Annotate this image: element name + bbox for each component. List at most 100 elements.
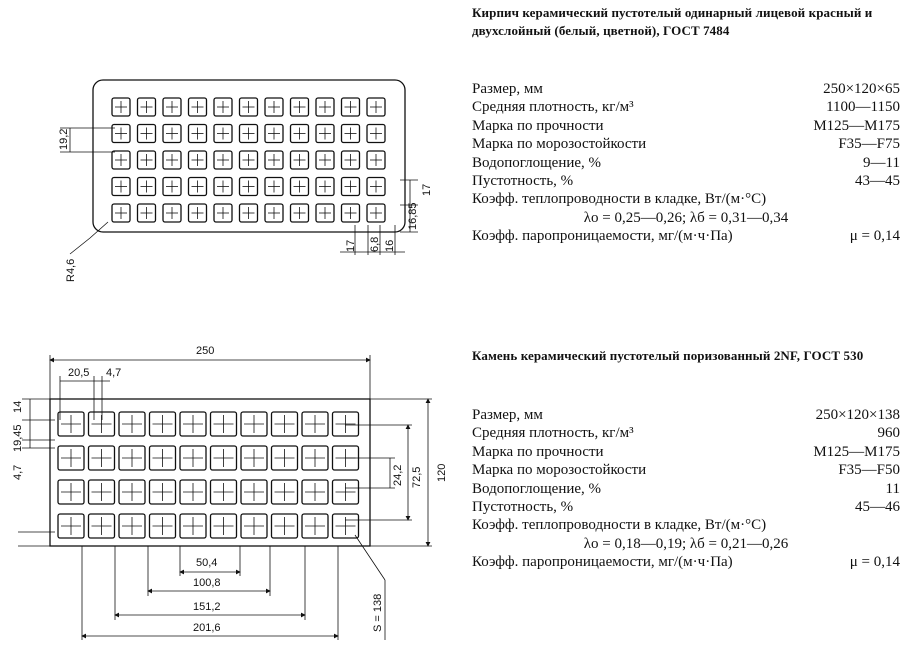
brick-hole [187, 203, 208, 223]
stone-hole [301, 513, 329, 539]
brick-spec-value: 250×120×65 [823, 81, 900, 97]
brick-spec-label: Марка по морозостойкости [472, 136, 647, 153]
stone-vapor-row: Коэфф. паропроницаемости, мг/(м·ч·Па) μ … [472, 553, 900, 571]
stone-spec-value: М125—М175 [813, 443, 900, 460]
brick-spec-value: 1100—1150 [826, 99, 900, 116]
brick-hole [136, 97, 157, 117]
stone-spec-value: 960 [877, 425, 901, 442]
brick-hole [238, 203, 259, 223]
stone-holes [57, 411, 360, 539]
stone-hole [270, 479, 299, 505]
brick-vapor-row: Коэфф. паропроницаемости, мг/(м·ч·Па) μ … [472, 227, 900, 245]
brick-hole [213, 203, 233, 223]
stone-spec-row: Водопоглощение, %11 [472, 480, 900, 498]
stone-hole [209, 411, 238, 437]
stone-hole [209, 513, 238, 539]
brick-hole [136, 176, 157, 197]
brick-hole [366, 176, 386, 197]
stone-vapor-label: Коэфф. паропроницаемости, мг/(м·ч·Па) [472, 554, 733, 571]
brick-hole [340, 203, 361, 223]
brick-hole [264, 176, 284, 197]
stone-hole [179, 479, 207, 505]
stone-hole [209, 479, 238, 505]
brick-hole [315, 97, 335, 117]
stone-hole [301, 479, 329, 505]
stone-hole [240, 445, 268, 471]
stone-spec-row: Пустотность, % 45—46 [472, 498, 900, 516]
dim-17-bottom: 17 [345, 240, 357, 252]
stone-spec-value: F35—F50 [838, 462, 900, 479]
dim-14: 14 [12, 401, 24, 413]
brick-hole [289, 176, 310, 197]
stone-hole [301, 445, 329, 471]
stone-vapor-value: μ = 0,14 [849, 554, 900, 571]
brick-hole [340, 123, 361, 144]
brick-hole [238, 176, 259, 197]
brick-spec-label: Пустотность, % [472, 173, 574, 190]
brick-hole [238, 150, 259, 170]
brick-spec-label: Водопоглощение, % [472, 154, 602, 171]
stone-hole [240, 513, 268, 539]
brick-hole [162, 123, 182, 144]
brick-spec-value: 9—11 [863, 154, 900, 171]
brick-hole [289, 203, 310, 223]
stone-hole [240, 411, 268, 437]
dim-19-2: 19,2 [58, 129, 70, 150]
stone-spec-value: 45—46 [855, 499, 900, 516]
brick-hole [340, 150, 361, 170]
brick-hole [366, 150, 386, 170]
stone-hole [331, 411, 360, 437]
brick-hole [111, 123, 131, 144]
brick-hole [264, 97, 284, 117]
stone-hole [57, 479, 85, 505]
brick-conductivity-label: Коэфф. теплопроводности в кладке, Вт/(м·… [472, 191, 767, 208]
brick-hole [340, 176, 361, 197]
brick-title: Кирпич керамический пустотелый одинарный… [472, 5, 873, 38]
stone-hole [240, 479, 268, 505]
brick-hole [187, 150, 208, 170]
stone-hole [148, 411, 177, 437]
stone-hole [148, 513, 177, 539]
stone-hole [301, 411, 329, 437]
brick-spec-row: Водопоглощение, % 9—11 [472, 154, 900, 172]
brick-spec-label: Марка по прочности [472, 117, 604, 134]
stone-hole [87, 411, 116, 437]
brick-spec-value: F35—F75 [838, 136, 900, 153]
brick-hole [238, 123, 259, 144]
brick-hole [111, 97, 131, 117]
brick-hole [162, 97, 182, 117]
brick-spec-value: М125—М175 [813, 117, 900, 134]
brick-hole [136, 150, 157, 170]
brick-hole [162, 203, 182, 223]
stone-hole [148, 445, 177, 471]
brick-vapor-value: μ = 0,14 [849, 228, 900, 245]
brick-conductivity-values: λо = 0,25—0,26; λб = 0,31—0,34 [583, 209, 789, 226]
brick-vapor-label: Коэфф. паропроницаемости, мг/(м·ч·Па) [472, 228, 733, 245]
brick-hole [187, 97, 208, 117]
stone-hole [270, 445, 299, 471]
stone-spec-label: Пустотность, % [472, 499, 574, 516]
stone-hole [57, 411, 85, 437]
brick-hole [264, 203, 284, 223]
dim-120: 120 [436, 464, 448, 482]
dim-6-8: 6,8 [369, 237, 381, 252]
dim-r4-6: R4,6 [65, 259, 77, 282]
dim-20-5: 20,5 [68, 367, 89, 379]
stone-dimension-labels: 250 20,5 4,7 14 19,45 4,7 24,2 72,5 120 … [12, 345, 448, 634]
stone-hole [118, 479, 146, 505]
brick-hole [289, 150, 310, 170]
dim-201-6: 201,6 [193, 622, 221, 634]
brick-hole [213, 97, 233, 117]
stone-hole [331, 479, 360, 505]
brick-hole [111, 203, 131, 223]
stone-hole [118, 411, 146, 437]
brick-hole [213, 176, 233, 197]
stone-hole [118, 513, 146, 539]
stone-hole [270, 411, 299, 437]
